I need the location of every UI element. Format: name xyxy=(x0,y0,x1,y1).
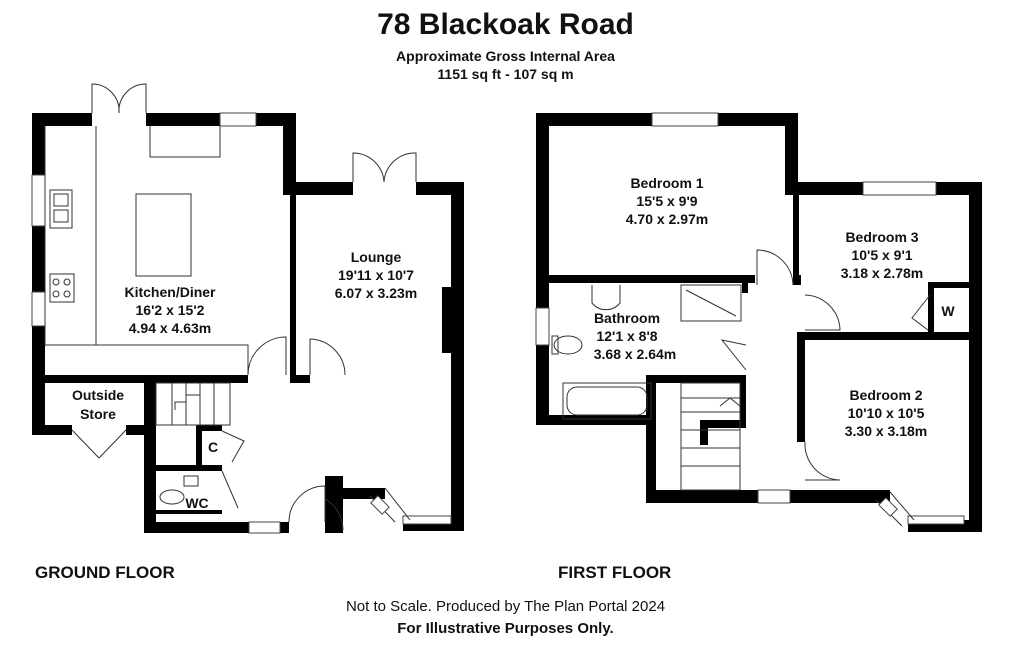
store-label-line1: Outside xyxy=(72,387,124,403)
kitchen-name: Kitchen/Diner xyxy=(124,284,216,300)
lounge-name: Lounge xyxy=(351,249,402,265)
first-floor-label: FIRST FLOOR xyxy=(558,563,672,582)
bedroom1-imperial: 15'5 x 9'9 xyxy=(636,193,697,209)
bedroom2-metric: 3.30 x 3.18m xyxy=(845,423,928,439)
area-label: Approximate Gross Internal Area xyxy=(396,48,615,64)
bedroom1-metric: 4.70 x 2.97m xyxy=(626,211,709,227)
bedroom2-imperial: 10'10 x 10'5 xyxy=(848,405,925,421)
lounge-imperial: 19'11 x 10'7 xyxy=(338,267,414,283)
cupboard-label: C xyxy=(208,439,218,455)
first-floor-plan xyxy=(535,112,982,532)
bathroom-metric: 3.68 x 2.64m xyxy=(594,346,677,362)
page-title: 78 Blackoak Road xyxy=(377,8,634,41)
bathroom-name: Bathroom xyxy=(594,310,660,326)
bedroom3-name: Bedroom 3 xyxy=(845,229,918,245)
wc-label: WC xyxy=(185,495,208,511)
store-label-line2: Store xyxy=(80,406,116,422)
bedroom2-name: Bedroom 2 xyxy=(849,387,922,403)
bathroom-imperial: 12'1 x 8'8 xyxy=(596,328,657,344)
bedroom3-metric: 3.18 x 2.78m xyxy=(841,265,924,281)
lounge-metric: 6.07 x 3.23m xyxy=(335,285,418,301)
wardrobe-label: W xyxy=(941,303,955,319)
ground-floor-label: GROUND FLOOR xyxy=(35,563,175,582)
footer-illustrative: For Illustrative Purposes Only. xyxy=(397,620,614,637)
kitchen-imperial: 16'2 x 15'2 xyxy=(136,302,205,318)
footer-disclaimer: Not to Scale. Produced by The Plan Porta… xyxy=(345,598,666,615)
bedroom1-name: Bedroom 1 xyxy=(630,175,703,191)
kitchen-metric: 4.94 x 4.63m xyxy=(129,320,212,336)
bedroom3-imperial: 10'5 x 9'1 xyxy=(851,247,912,263)
area-value: 1151 sq ft - 107 sq m xyxy=(437,66,574,82)
ground-floor-plan xyxy=(31,83,464,534)
